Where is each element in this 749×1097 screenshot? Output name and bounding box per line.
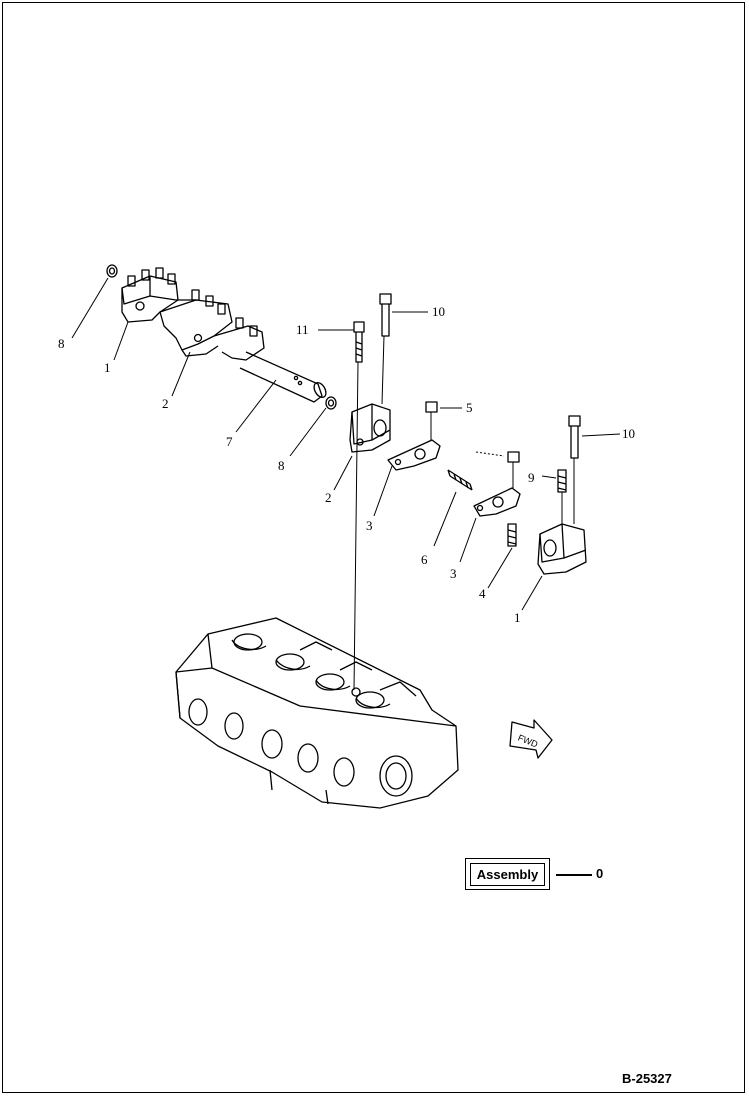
callout-3-right: 3 [450, 566, 457, 581]
stud-9 [557, 469, 567, 493]
callout-1-left: 1 [104, 360, 111, 375]
callout-10-right: 10 [622, 426, 635, 441]
callout-2-mid: 2 [325, 490, 332, 505]
callout-6: 6 [421, 552, 428, 567]
callout-9: 9 [528, 470, 535, 485]
leader-lines [71, 277, 621, 691]
callout-10-upper: 10 [432, 304, 445, 319]
adjusting-screw-4 [507, 523, 517, 547]
assembly-label: Assembly [469, 862, 546, 886]
rocker-arm-assembly-left [121, 267, 327, 403]
callout-5: 5 [466, 400, 473, 415]
assembly-leader-line [556, 874, 592, 876]
plug-8-upper [106, 264, 118, 278]
callout-2-left: 2 [162, 396, 169, 411]
spring-6 [447, 469, 473, 491]
callouts: 8 1 2 7 8 11 10 5 2 3 6 3 4 9 10 1 [58, 304, 635, 625]
plug-8-lower [325, 396, 337, 410]
callout-8-upper: 8 [58, 336, 65, 351]
callout-1-right: 1 [514, 610, 521, 625]
callout-8-lower: 8 [278, 458, 285, 473]
callout-7: 7 [226, 434, 233, 449]
assembly-value: 0 [596, 866, 604, 881]
drawing-id: B-25327 [622, 1071, 672, 1086]
rocker-bracket-2-mid [349, 403, 391, 453]
cylinder-head [175, 617, 459, 809]
rocker-bracket-1-right [537, 523, 587, 575]
assembly-box: Assembly [465, 858, 550, 890]
forward-direction-arrow [509, 719, 553, 759]
rocker-arm-3-right [473, 451, 521, 517]
callout-4: 4 [479, 586, 486, 601]
rocker-arm-3-left [387, 401, 441, 471]
callout-11: 11 [296, 322, 309, 337]
callout-3-left: 3 [366, 518, 373, 533]
bolt-11 [353, 321, 365, 363]
bolt-10-right [568, 415, 581, 459]
bolt-10-upper [379, 293, 392, 337]
